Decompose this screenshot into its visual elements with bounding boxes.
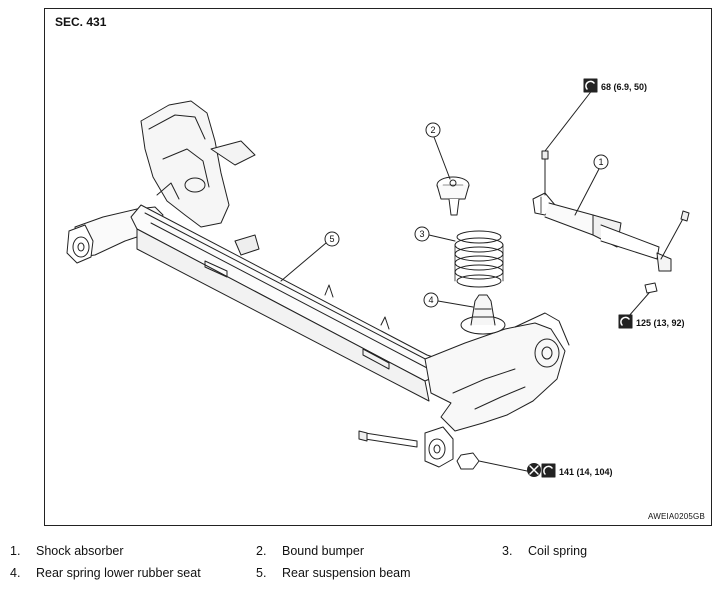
shock-nut (644, 282, 658, 294)
torque-callout-2: 125 (13, 92) (618, 292, 685, 329)
section-title: SEC. 431 (55, 15, 107, 29)
torque-callout-1: 68 (6.9, 50) (544, 78, 647, 152)
callout-2-label: 2 (430, 125, 435, 135)
shock-absorber (532, 150, 672, 272)
rear-spring-lower-rubber-seat (460, 294, 506, 335)
legend-item: 5. Rear suspension beam (256, 566, 411, 580)
legend-number: 4. (10, 566, 21, 580)
bound-bumper (436, 176, 470, 216)
legend-number: 5. (256, 566, 267, 580)
callout-3-label: 3 (419, 229, 424, 239)
legend-number: 1. (10, 544, 21, 558)
bushing-bolt (358, 430, 418, 448)
callout-1: 1 (574, 154, 609, 216)
callout-4-label: 4 (428, 295, 433, 305)
legend-number: 2. (256, 544, 267, 558)
callout-1-label: 1 (598, 157, 603, 167)
legend-label: Rear spring lower rubber seat (36, 566, 201, 580)
callout-3: 3 (414, 226, 456, 242)
legend-label: Rear suspension beam (282, 566, 411, 580)
shock-lower-bolt (660, 210, 690, 260)
callout-5-label: 5 (329, 234, 334, 244)
bushing-nut (456, 452, 528, 472)
legend-label: Shock absorber (36, 544, 124, 558)
torque-value-3: 141 (14, 104) (559, 467, 613, 477)
rear-suspension-beam (66, 100, 570, 468)
torque-callout-3: 141 (14, 104) (527, 463, 613, 478)
diagram-frame: SEC. 431 (44, 8, 712, 526)
callout-5: 5 (280, 231, 340, 282)
callout-2: 2 (425, 122, 451, 180)
legend-label: Coil spring (528, 544, 588, 558)
torque-value-2: 125 (13, 92) (636, 318, 685, 328)
legend-label: Bound bumper (282, 544, 365, 558)
exploded-view-diagram: 1 2 3 4 5 68 (66, 78, 690, 478)
figure-code: AWEIA0205GB (647, 512, 705, 521)
parts-legend: 1. Shock absorber 2. Bound bumper 3. Coil s… (0, 538, 718, 588)
legend-item: 3. Coil spring (502, 544, 587, 558)
legend-item: 2. Bound bumper (256, 544, 364, 558)
legend-number: 3. (502, 544, 513, 558)
torque-value-1: 68 (6.9, 50) (601, 82, 647, 92)
callout-4: 4 (423, 292, 474, 308)
legend-item: 4. Rear spring lower rubber seat (10, 566, 201, 580)
legend-item: 1. Shock absorber (10, 544, 124, 558)
coil-spring (454, 230, 504, 288)
